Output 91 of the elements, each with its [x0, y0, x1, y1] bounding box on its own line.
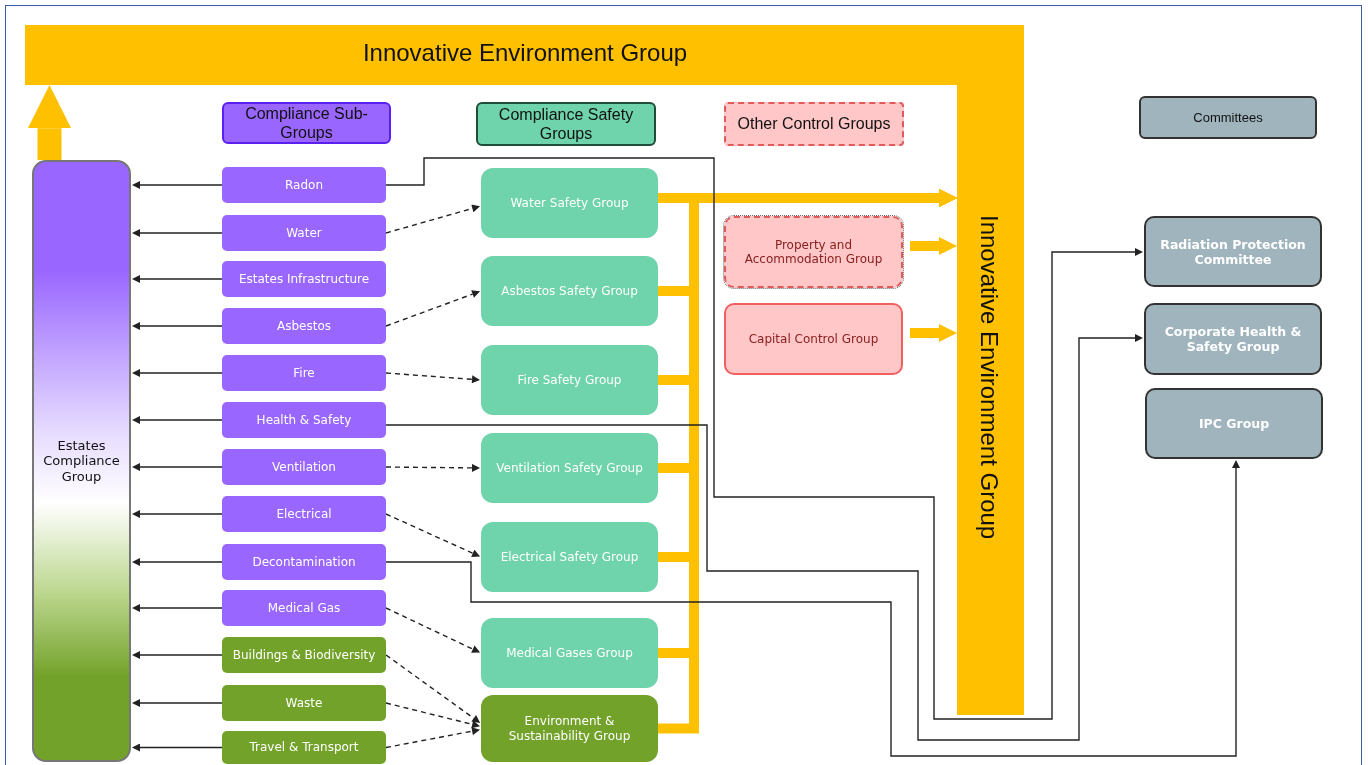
connector-arrow — [132, 275, 223, 283]
node-label: Waste — [284, 695, 324, 711]
subgroup-box — [222, 449, 386, 485]
node-label: Corporate Health & Safety Group — [1163, 324, 1303, 354]
dashed-arrow — [385, 727, 480, 749]
node-label: Water Safety Group — [509, 195, 630, 211]
safety-group-box — [481, 168, 658, 238]
node-label: Fire — [292, 365, 316, 381]
connector-arrow — [132, 369, 223, 377]
safety-group-box — [481, 618, 658, 688]
connector-arrow — [132, 181, 223, 189]
dashed-arrow — [385, 513, 481, 557]
committee-box — [1144, 216, 1322, 287]
committee-box — [1144, 303, 1322, 375]
connector-arrow — [132, 743, 223, 752]
node-label: Compliance Safety Groups — [497, 104, 635, 144]
subgroup-box — [222, 167, 386, 203]
subgroup-box — [222, 261, 386, 297]
column-header — [1139, 96, 1317, 139]
connector-arrow — [132, 416, 223, 424]
node-label: Buildings & Biodiversity — [231, 647, 377, 663]
subgroup-box — [222, 544, 386, 580]
committee-box — [1145, 388, 1323, 459]
node-label: Medical Gas — [266, 600, 342, 616]
connector-arrow — [132, 463, 223, 471]
block-arrow — [910, 324, 957, 342]
connector-arrow — [132, 604, 223, 612]
subgroup-box — [222, 731, 386, 764]
column-header — [724, 102, 904, 146]
node-label: Other Control Groups — [736, 114, 892, 134]
subgroup-box — [222, 355, 386, 391]
column-header — [476, 102, 656, 146]
node-label: Capital Control Group — [747, 331, 880, 347]
connector-arrow — [385, 460, 1240, 757]
subgroup-box — [222, 590, 386, 626]
l-shaped-band — [25, 25, 1024, 715]
node-label: Electrical — [275, 506, 333, 522]
node-label: Radiation Protection Committee — [1159, 236, 1307, 267]
subgroup-box — [222, 637, 386, 673]
node-label: IPC Group — [1197, 416, 1271, 431]
subgroup-box — [222, 402, 386, 438]
control-group-box — [724, 216, 903, 288]
dashed-arrow — [385, 654, 481, 723]
safety-group-box — [481, 256, 658, 326]
connector-arrow — [385, 157, 1143, 720]
connector-arrow — [132, 651, 223, 659]
dashed-arrow — [385, 702, 481, 729]
node-label: Water — [285, 225, 323, 241]
node-label: Committees — [1192, 109, 1264, 126]
node-label: Asbestos Safety Group — [500, 283, 639, 299]
connector-arrow — [385, 334, 1143, 741]
subgroup-box — [222, 308, 386, 344]
block-arrow — [27, 85, 72, 160]
control-group-box — [724, 303, 903, 375]
node-label: Radon — [284, 177, 324, 193]
node-label: Medical Gases Group — [505, 645, 634, 661]
node-label: Electrical Safety Group — [499, 549, 640, 565]
safety-group-box — [481, 433, 658, 503]
band-title: Innovative Environment Group — [361, 39, 689, 68]
node-label: Travel & Transport — [248, 740, 360, 755]
dashed-arrow — [385, 463, 480, 472]
node-label: Ventilation Safety Group — [495, 460, 644, 476]
safety-group-box — [481, 345, 658, 415]
node-label: Estates Compliance Group — [42, 437, 121, 485]
dashed-arrow — [385, 372, 480, 384]
node-label: Environment & Sustainability Group — [507, 714, 632, 743]
node-label: Decontamination — [251, 554, 357, 570]
node-label: Fire Safety Group — [516, 372, 623, 388]
node-label: Compliance Sub-Groups — [244, 103, 369, 143]
connector-arrow — [132, 322, 223, 330]
node-label: Property and Accommodation Group — [743, 237, 884, 267]
node-label: Estates Infrastructure — [237, 271, 371, 287]
connector-arrow — [132, 558, 223, 566]
connector-arrow — [132, 229, 223, 237]
connector-arrow — [132, 510, 223, 518]
dashed-arrow — [385, 607, 481, 653]
dashed-arrow — [385, 290, 481, 327]
subgroup-box — [222, 685, 386, 721]
safety-group-box — [481, 695, 658, 762]
subgroup-box — [222, 496, 386, 532]
band-title: Innovative Environment Group — [974, 215, 1003, 540]
block-arrow — [910, 237, 957, 255]
node-label: Ventilation — [271, 459, 337, 475]
subgroup-box — [222, 215, 386, 251]
column-header — [222, 102, 391, 144]
dashed-arrow — [385, 204, 481, 234]
group-bar — [32, 160, 131, 762]
node-label: Asbestos — [276, 318, 332, 334]
connector-arrow — [132, 699, 223, 707]
node-label: Health & Safety — [255, 412, 353, 428]
safety-group-box — [481, 522, 658, 592]
